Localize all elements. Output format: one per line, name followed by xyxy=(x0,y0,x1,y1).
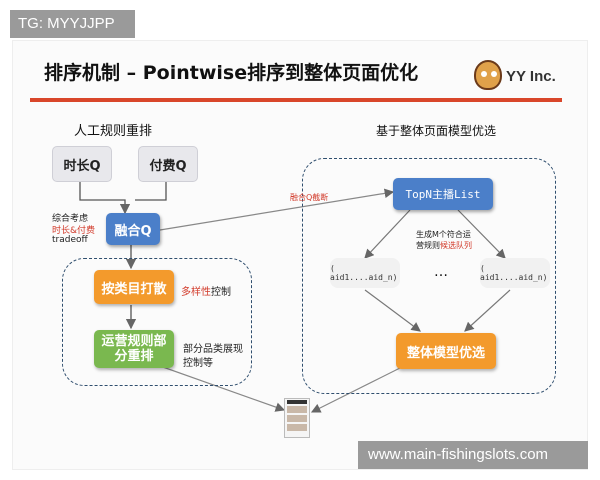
ronghe-q-box: 融合Q xyxy=(106,213,160,245)
arrow-topn-to-cand-left xyxy=(364,209,411,259)
candidate-queue-left: ( aid1....aid_n) xyxy=(330,258,400,288)
diversity-note-red: 多样性 xyxy=(181,287,211,298)
tradeoff-note-line2: 时长&付费 xyxy=(52,226,96,236)
right-section-heading: 基于整体页面模型优选 xyxy=(376,124,497,138)
ops-rerank-line1: 运营规则部 xyxy=(101,334,167,349)
left-section-heading: 人工规则重排 xyxy=(74,124,153,139)
site-url-badge: www.main-fishingslots.com xyxy=(358,441,588,469)
arrow-ronghe-to-topn xyxy=(159,188,395,231)
fufei-q-box: 付费Q xyxy=(138,146,198,182)
yy-logo: YY Inc. xyxy=(474,60,564,94)
shichang-q-box: 时长Q xyxy=(52,146,112,182)
arrow-topn-to-cand-right xyxy=(457,209,506,259)
left-dashed-group xyxy=(62,258,252,386)
arrow-cand-left-to-model xyxy=(364,289,421,332)
truncate-arrow-label: 融合Q截断 xyxy=(290,193,329,202)
ops-rerank-box: 运营规则部 分重排 xyxy=(94,330,174,368)
slide-title: 排序机制 – Pointwise排序到整体页面优化 xyxy=(44,62,419,84)
candidate-ellipsis: … xyxy=(434,264,448,280)
logo-text: YY Inc. xyxy=(506,68,556,85)
arrow-shichang-to-ronghe xyxy=(79,182,131,215)
arrow-ops-to-page xyxy=(159,365,286,412)
ops-note-line2: 控制等 xyxy=(183,358,213,369)
page-model-select-box: 整体模型优选 xyxy=(396,333,496,369)
fox-mascot-icon xyxy=(474,60,502,90)
category-scatter-box: 按类目打散 xyxy=(94,270,174,304)
generate-note-line1: 生成M个符合运 xyxy=(416,230,471,239)
tg-watermark-badge: TG: MYYJJPP xyxy=(10,10,135,38)
tradeoff-note-line1: 综合考虑 xyxy=(52,214,89,224)
right-dashed-group xyxy=(302,158,556,394)
title-divider xyxy=(30,98,562,102)
ops-note-line1: 部分品类展现 xyxy=(183,344,243,355)
generate-note-line2b: 候选队列 xyxy=(440,241,472,250)
arrow-cand-right-to-model xyxy=(464,289,511,332)
arrow-model-to-page xyxy=(310,367,401,413)
generate-note-line2: 营规则候选队列 xyxy=(416,240,472,251)
diversity-note: 多样性控制 xyxy=(181,283,231,298)
diversity-note-rest: 控制 xyxy=(211,287,231,298)
tradeoff-note-line3: tradeoff xyxy=(52,235,88,245)
generate-note-line2a: 营规则 xyxy=(416,241,440,250)
ops-rerank-line2: 分重排 xyxy=(114,349,154,364)
result-page-thumbnail xyxy=(284,398,310,438)
candidate-queue-right: ( aid1....aid_n) xyxy=(480,258,550,288)
topn-list-box: TopN主播List xyxy=(393,178,493,210)
arrow-fufei-to-ronghe xyxy=(135,182,167,201)
